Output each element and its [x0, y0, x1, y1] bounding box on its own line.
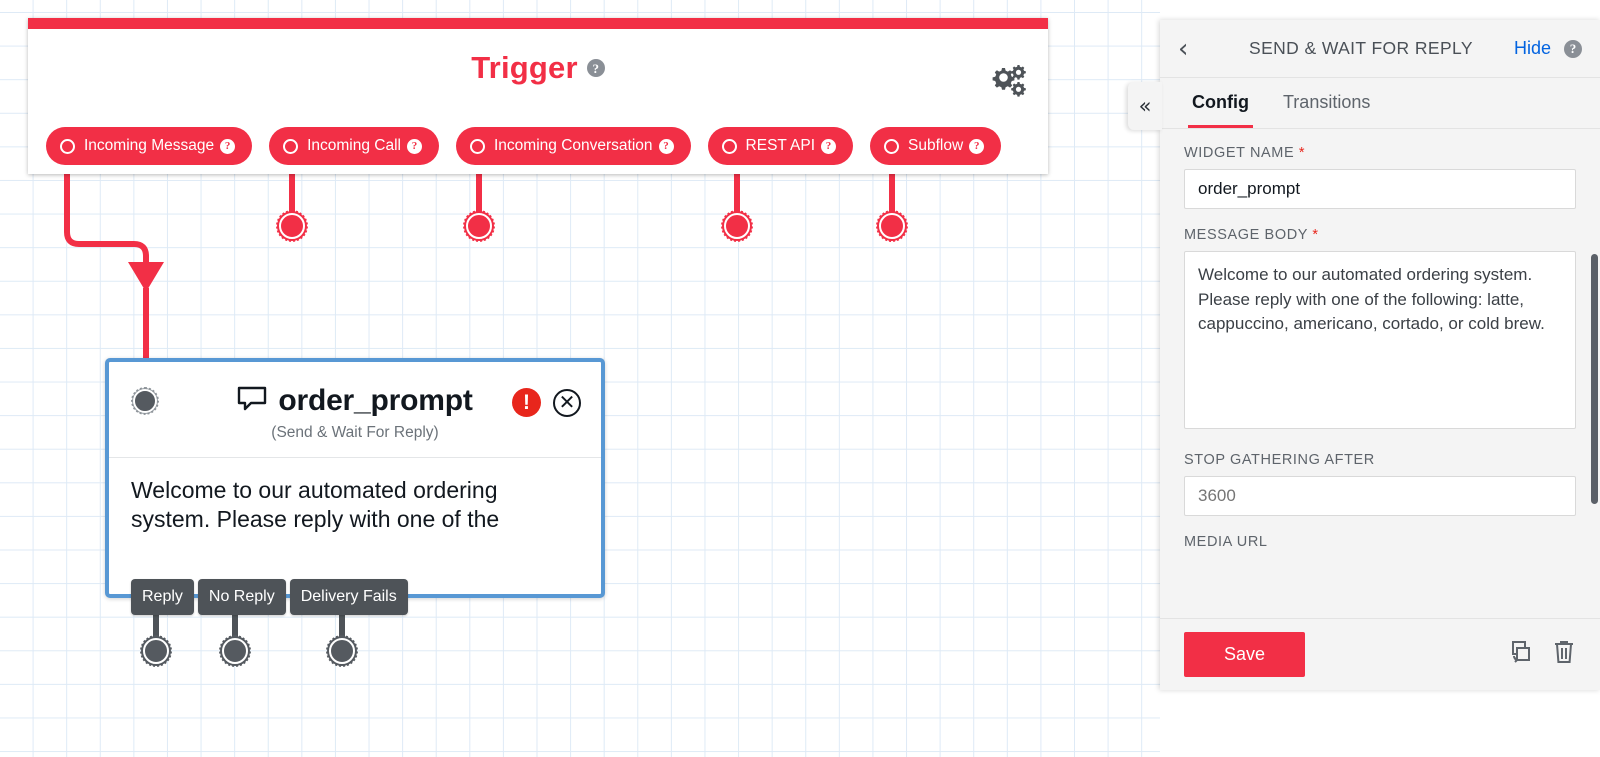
node-header: order_prompt (Send & Wait For Reply) ! ✕	[109, 362, 601, 458]
save-button[interactable]: Save	[1184, 632, 1306, 677]
required-asterisk: *	[1294, 145, 1306, 161]
back-chevron-icon[interactable]: ‹	[1178, 33, 1189, 64]
pill-label: Incoming Conversation	[494, 137, 653, 154]
transition-endpoint-reply[interactable]	[140, 635, 172, 667]
trigger-pill-incoming-message[interactable]: Incoming Message ?	[46, 127, 253, 165]
radio-circle-icon	[283, 138, 299, 154]
required-asterisk: *	[1307, 227, 1319, 243]
label-widget-name: WIDGET NAME *	[1184, 145, 1306, 161]
label-media-url: MEDIA URL	[1184, 534, 1268, 550]
tab-config[interactable]: Config	[1188, 78, 1253, 128]
node-input-anchor[interactable]	[131, 387, 159, 415]
connector-endpoint[interactable]	[276, 210, 308, 242]
trigger-title: Trigger	[471, 50, 578, 85]
help-icon[interactable]: ?	[1564, 39, 1582, 58]
tab-transitions[interactable]: Transitions	[1282, 92, 1371, 112]
help-icon[interactable]: ?	[220, 138, 236, 154]
connector-endpoint[interactable]	[463, 210, 495, 242]
panel-collapse-toggle[interactable]: «	[1128, 82, 1162, 130]
trigger-header: Trigger ?	[28, 29, 1048, 107]
connector-endpoint[interactable]	[876, 210, 908, 242]
trigger-pill-subflow[interactable]: Subflow ?	[870, 127, 1002, 165]
radio-circle-icon	[884, 138, 900, 154]
help-icon[interactable]: ?	[658, 138, 674, 154]
chat-bubble-icon	[237, 386, 267, 417]
trash-delete-icon[interactable]	[1552, 639, 1576, 670]
widget-config-panel: « ‹ SEND & WAIT FOR REPLY Hide ? Config …	[1128, 20, 1600, 690]
widget-node-order-prompt[interactable]: order_prompt (Send & Wait For Reply) ! ✕…	[105, 358, 605, 615]
transition-button-no-reply[interactable]: No Reply	[197, 579, 286, 615]
trigger-pill-incoming-call[interactable]: Incoming Call ?	[269, 127, 439, 165]
transition-endpoint-delivery-fails[interactable]	[326, 635, 358, 667]
help-icon[interactable]: ?	[821, 138, 837, 154]
stop-gathering-after-input[interactable]	[1184, 476, 1576, 516]
node-body-preview: Welcome to our automated ordering system…	[131, 477, 500, 532]
radio-circle-icon	[60, 138, 75, 154]
trigger-widget[interactable]: Trigger ?	[28, 18, 1048, 174]
widget-name-input[interactable]	[1184, 169, 1576, 209]
node-icon-group: ! ✕	[512, 388, 581, 417]
transition-endpoint-no-reply[interactable]	[219, 635, 251, 667]
duplicate-copy-icon[interactable]	[1506, 640, 1532, 669]
panel-footer: Save	[1160, 618, 1600, 690]
transition-button-delivery-fails[interactable]: Delivery Fails	[289, 579, 408, 615]
trigger-pill-incoming-conversation[interactable]: Incoming Conversation ?	[456, 127, 691, 165]
panel-form: WIDGET NAME * MESSAGE BODY * STOP GATHER…	[1160, 129, 1600, 618]
panel-title: SEND & WAIT FOR REPLY	[1249, 38, 1473, 58]
pill-label: Incoming Call	[307, 137, 401, 154]
node-subtitle: (Send & Wait For Reply)	[271, 424, 439, 441]
help-icon[interactable]: ?	[586, 59, 605, 77]
trigger-pill-rest-api[interactable]: REST API ?	[707, 127, 854, 165]
trigger-pill-row: Incoming Message ? Incoming Call ? Incom…	[46, 127, 1002, 165]
node-title-row: order_prompt	[109, 362, 601, 418]
pill-label: Subflow	[908, 137, 964, 154]
panel-tabs: Config Transitions	[1160, 78, 1600, 129]
footer-icon-group	[1506, 639, 1576, 670]
panel-header: ‹ SEND & WAIT FOR REPLY Hide ?	[1160, 20, 1600, 78]
gear-settings-icon[interactable]	[988, 61, 1028, 101]
node-transitions: Reply No Reply Delivery Fails	[131, 579, 408, 615]
node-title: order_prompt	[278, 384, 473, 417]
transition-button-reply[interactable]: Reply	[131, 579, 194, 615]
close-circle-icon[interactable]: ✕	[553, 388, 581, 417]
help-icon[interactable]: ?	[969, 138, 985, 154]
label-message-body: MESSAGE BODY *	[1184, 227, 1319, 243]
error-exclamation-icon[interactable]: !	[512, 388, 541, 417]
message-body-textarea[interactable]	[1184, 251, 1576, 429]
pill-label: Incoming Message	[84, 137, 215, 154]
label-stop-gathering-after: STOP GATHERING AFTER	[1184, 452, 1375, 468]
radio-circle-icon	[721, 138, 737, 154]
pill-label: REST API	[745, 137, 816, 154]
radio-circle-icon	[470, 138, 485, 154]
flow-canvas[interactable]: Trigger ?	[0, 0, 1160, 757]
connector-endpoint[interactable]	[721, 210, 753, 242]
help-icon[interactable]: ?	[407, 138, 422, 154]
hide-panel-link[interactable]: Hide	[1513, 38, 1551, 58]
panel-scrollbar[interactable]	[1591, 254, 1598, 504]
